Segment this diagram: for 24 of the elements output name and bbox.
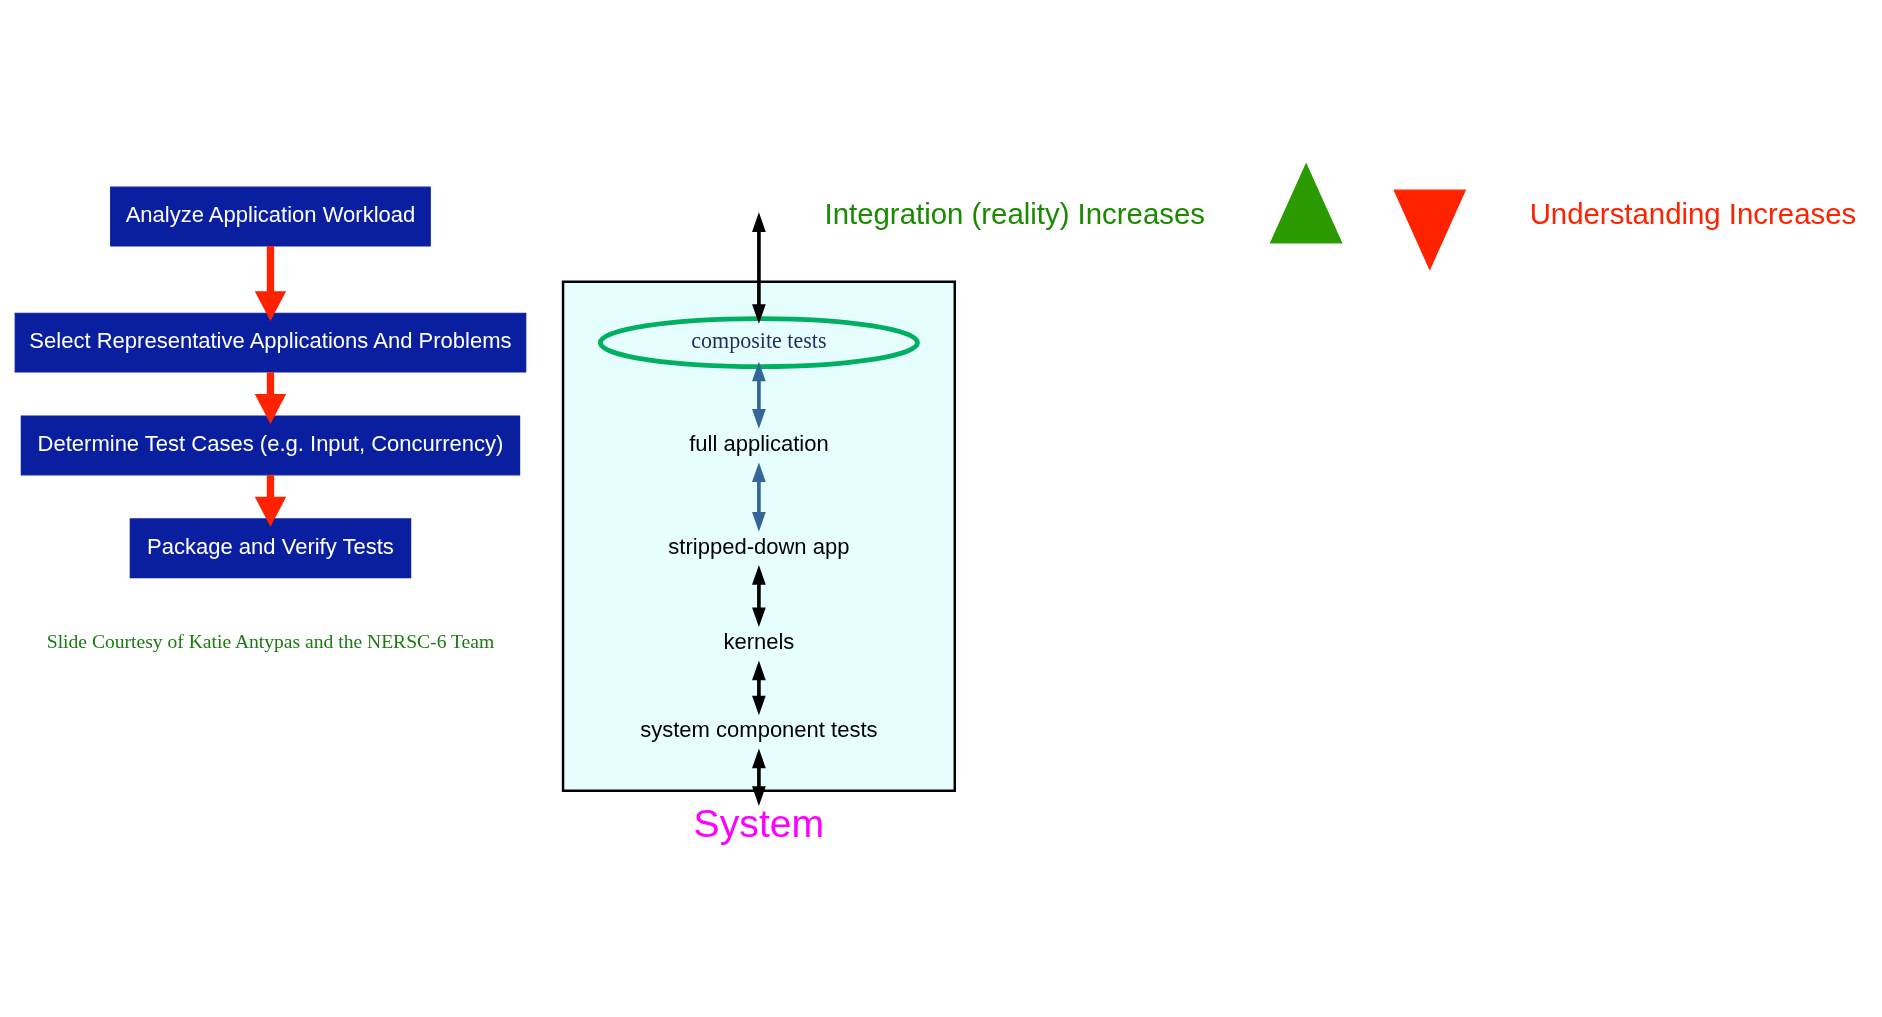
arrow bbox=[752, 212, 766, 324]
node-box: Select Representative Applications And Problems bbox=[14, 312, 527, 373]
node-text: full application bbox=[689, 430, 829, 456]
node-text: kernels bbox=[723, 629, 795, 655]
arrow bbox=[752, 361, 766, 429]
arrow bbox=[752, 462, 766, 532]
arrow bbox=[254, 372, 287, 424]
node-box: Package and Verify Tests bbox=[129, 518, 412, 579]
arrow bbox=[254, 475, 287, 527]
node-text: system component tests bbox=[640, 717, 878, 743]
label: Integration (reality) Increases bbox=[824, 197, 1205, 231]
node-box: Determine Test Cases (e.g. Input, Concurrency) bbox=[20, 415, 521, 476]
arrow bbox=[752, 660, 766, 716]
node-triangle bbox=[1393, 189, 1467, 271]
node-box: Analyze Application Workload bbox=[110, 186, 431, 247]
arrow bbox=[752, 565, 766, 628]
node-text: System bbox=[693, 801, 825, 845]
label: Slide Courtesy of Katie Antypas and the NERSC-6 Team bbox=[46, 631, 495, 653]
node-text: stripped-down app bbox=[668, 533, 850, 559]
arrow bbox=[752, 748, 766, 806]
node-triangle bbox=[1269, 162, 1343, 244]
arrow bbox=[254, 246, 287, 322]
label: Understanding Increases bbox=[1529, 197, 1857, 231]
node-ellipse: composite tests bbox=[597, 316, 920, 370]
